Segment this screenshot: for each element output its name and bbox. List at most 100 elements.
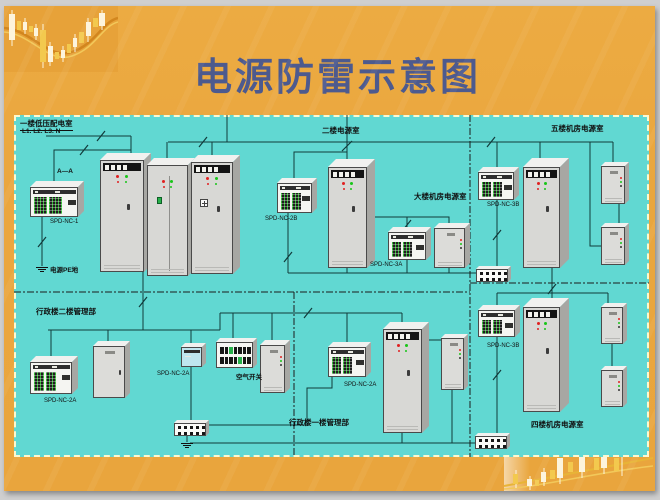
wallbox-5f-b-front-face <box>601 227 625 265</box>
spd-nc-2a-west-front-face <box>30 362 72 394</box>
ground-bar <box>38 269 46 270</box>
spd-nc-2a-mini-label: SPD-NC-2A <box>157 371 190 377</box>
display-strip <box>391 235 424 239</box>
cabinet-5f <box>523 158 569 268</box>
cabinet-name-tag <box>105 351 115 354</box>
green-indicator-led <box>543 182 547 185</box>
dark-indicator-dot <box>620 246 622 248</box>
air-switch-panel-side-face <box>253 338 257 368</box>
wallbox-bldg-machine-front-face <box>434 228 465 268</box>
terminal-pin <box>189 432 193 435</box>
module-display <box>302 196 310 201</box>
green-indicator-led <box>124 181 127 183</box>
meter-window <box>534 171 538 177</box>
dark-indicator-dot <box>459 357 461 359</box>
display-tick <box>185 356 191 357</box>
module-display <box>416 245 424 250</box>
meter-strip <box>103 163 141 171</box>
display-tick <box>295 187 301 189</box>
box-name-tag <box>610 232 618 235</box>
vent-grille <box>104 263 140 269</box>
terminal-pin <box>189 426 193 429</box>
cabinet-admin-2f-side-face <box>125 341 130 398</box>
green-indicator-led <box>543 188 546 190</box>
vent-grille <box>527 403 556 409</box>
door-handle <box>127 203 131 210</box>
door-seam <box>168 176 170 271</box>
vent-grille <box>264 386 282 391</box>
spd-nc-2a-west <box>30 356 78 394</box>
vent-grille <box>151 267 184 273</box>
wallbox-admin-1f <box>441 334 468 390</box>
meter-strip <box>331 170 364 178</box>
green-indicator-led <box>543 322 547 325</box>
terminal-pin <box>479 278 483 281</box>
red-indicator-led <box>536 182 540 185</box>
display-strip <box>481 313 513 317</box>
vent-grille <box>438 261 462 266</box>
terminal-pin <box>177 426 181 429</box>
wallbox-5f-a-front-face <box>601 166 625 204</box>
module-grid <box>482 320 491 334</box>
vent-grille <box>195 265 229 271</box>
room-admin-2f-label: 行政楼二楼管理部 <box>36 307 96 316</box>
meter-window <box>345 171 349 177</box>
air-switch-panel-front-face <box>216 342 253 368</box>
spd-nc-3a <box>388 227 431 260</box>
spd-nc-3b-4f <box>478 305 520 337</box>
display-strip <box>33 365 70 369</box>
wallbox-admin-2f <box>260 340 290 393</box>
spd-nc-1-label: SPD-NC-1 <box>50 219 79 225</box>
meter-window <box>123 164 127 170</box>
green-indicator-led <box>405 344 409 347</box>
display-tick <box>35 191 38 193</box>
wallbox-5f-b-side-face <box>625 223 629 265</box>
green-indicator-led <box>170 180 174 183</box>
green-label-sticker <box>157 197 163 205</box>
dark-indicator-dot <box>460 247 462 249</box>
green-indicator-led <box>124 175 128 178</box>
module-display <box>356 360 364 365</box>
spd-nc-3b-4f-front-face <box>478 310 515 337</box>
wallbox-5f-b <box>601 223 629 265</box>
spd-nc-3b-4f-label: SPD-NC-3B <box>487 343 520 349</box>
meter-window <box>339 171 343 177</box>
red-indicator-led <box>618 318 620 320</box>
vent-grille <box>605 258 622 263</box>
cabinet-1f-2-top-face <box>147 158 195 165</box>
meter-window <box>528 311 532 317</box>
spd-nc-2a-mini-front-face <box>181 347 202 367</box>
display-tick <box>393 236 396 238</box>
spd-nc-2a-south-front-face <box>328 347 366 377</box>
door-handle <box>119 370 121 376</box>
terminal-pin <box>195 432 199 435</box>
cabinet-4f-side-face <box>560 298 569 412</box>
module-grid <box>46 372 56 391</box>
red-indicator-led <box>206 177 210 180</box>
cabinet-1f-3-front-face <box>191 162 233 274</box>
spd-nc-2a-south <box>328 342 371 377</box>
room-5f-machine-label: 五楼机房电源室 <box>551 124 604 133</box>
wallbox-admin-1f-front-face <box>441 338 464 390</box>
spd-nc-2a-west-side-face <box>72 356 78 394</box>
breaker-cell <box>238 347 242 354</box>
terminal-pin <box>502 439 506 442</box>
spd-nc-3a-label: SPD-NC-3A <box>370 262 403 268</box>
cabinet-admin-2f <box>93 341 130 398</box>
display-tick <box>51 366 57 368</box>
cabinet-1f-3-top-face <box>191 155 240 162</box>
red-indicator-led <box>343 188 346 190</box>
terminal-pin <box>485 278 489 281</box>
display-tick <box>333 351 336 353</box>
display-strip <box>184 350 200 353</box>
meter-window <box>202 166 206 172</box>
module-display <box>504 185 512 190</box>
display-strip <box>481 175 512 179</box>
vent-grille <box>527 259 556 265</box>
meter-window <box>117 164 121 170</box>
wallbox-4f-b <box>601 366 627 407</box>
door-handle <box>352 206 356 213</box>
meter-strip <box>386 332 419 340</box>
air-switch-label: 空气开关 <box>236 374 262 381</box>
